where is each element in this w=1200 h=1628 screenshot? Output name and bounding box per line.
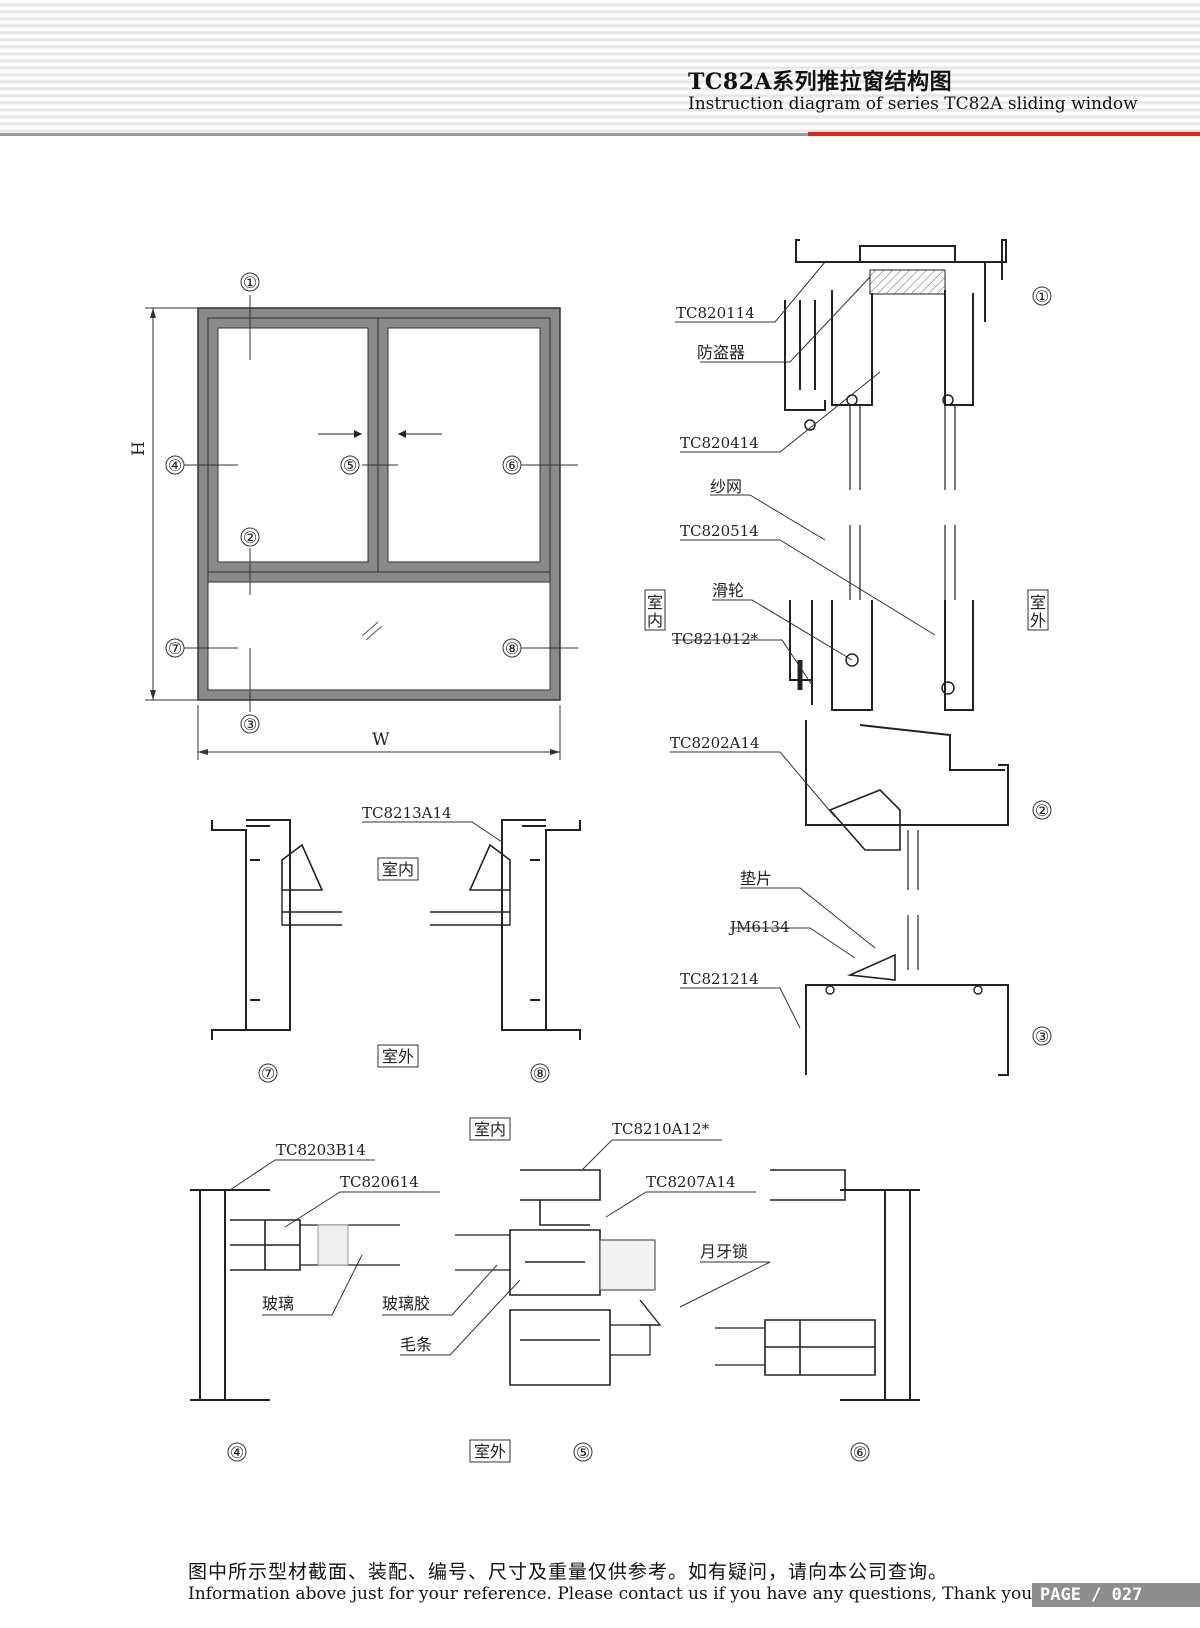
- label-tc8207a14: TC8207A14: [646, 1173, 736, 1191]
- label-screen: 纱网: [710, 477, 742, 496]
- marker-1-text: ①: [243, 273, 257, 292]
- label-tc820114: TC820114: [676, 304, 755, 322]
- section-marker-7: ⑦: [261, 1064, 275, 1083]
- outdoor-box-78: [377, 1044, 419, 1068]
- label-tc820414: TC820414: [680, 434, 759, 452]
- marker-1: [240, 272, 260, 292]
- label-anti-theft: 防盗器: [697, 343, 745, 362]
- outdoor-box-456: [469, 1439, 511, 1463]
- outdoor-v-2: 外: [1030, 611, 1046, 630]
- outdoor-v-1: 室: [1030, 593, 1046, 612]
- footer-note-cn: 图中所示型材截面、装配、编号、尺寸及重量仅供参考。如有疑问，请向本公司查询。: [188, 1561, 949, 1583]
- marker-7: [165, 638, 185, 658]
- section-marker-6: ⑥: [853, 1443, 867, 1462]
- section-marker-2: ②: [1035, 801, 1049, 820]
- label-tc821214: TC821214: [680, 970, 759, 988]
- marker-8-text: ⑧: [505, 639, 519, 658]
- indoor-v-2: 内: [647, 611, 663, 630]
- label-tc820514: TC820514: [680, 522, 759, 540]
- outdoor-456: 室外: [474, 1442, 506, 1461]
- label-tc820614: TC820614: [340, 1173, 419, 1191]
- vertical-section: [784, 239, 1009, 1076]
- header-rule: [0, 133, 810, 136]
- marker-5: [340, 455, 360, 475]
- label-tc8213a14: TC8213A14: [362, 804, 452, 822]
- header-accent-rule: [808, 132, 1200, 136]
- indoor-v-1: 室: [647, 593, 663, 612]
- page-number: PAGE / 027: [1032, 1583, 1200, 1607]
- marker-2: [240, 527, 260, 547]
- marker-2-text: ②: [243, 528, 257, 547]
- label-jm6134: JM6134: [728, 918, 790, 936]
- section-marker-8: ⑧: [533, 1064, 547, 1083]
- label-gasket: 垫片: [740, 869, 772, 888]
- section-marker-1: ①: [1035, 287, 1049, 306]
- section-marker-5: ⑤: [576, 1443, 590, 1462]
- label-tc821012: TC821012*: [672, 630, 759, 648]
- width-label: W: [372, 730, 390, 750]
- marker-6-text: ⑥: [505, 456, 519, 475]
- marker-5-text: ⑤: [343, 456, 357, 475]
- page-subtitle: Instruction diagram of series TC82A slid…: [688, 94, 1138, 114]
- label-crescent-lock: 月牙锁: [700, 1242, 748, 1261]
- label-weather-strip: 毛条: [400, 1335, 432, 1354]
- label-tc8210a12: TC8210A12*: [612, 1120, 710, 1138]
- window-elevation: [145, 295, 578, 760]
- indoor-456: 室内: [474, 1120, 506, 1139]
- indoor-box-vertical: [644, 589, 666, 631]
- marker-4: [165, 455, 185, 475]
- section-marker-3: ③: [1035, 1027, 1049, 1046]
- section-marker-4: ④: [230, 1443, 244, 1462]
- indoor-78: 室内: [382, 860, 414, 879]
- label-glass-sealant: 玻璃胶: [382, 1294, 430, 1313]
- marker-6: [502, 455, 522, 475]
- marker-8: [502, 638, 522, 658]
- indoor-box-78: [377, 857, 419, 881]
- outdoor-78: 室外: [382, 1047, 414, 1066]
- label-roller: 滑轮: [712, 581, 744, 600]
- section-4-5-6: [190, 1169, 920, 1401]
- transom: [207, 571, 551, 583]
- footer-note-en: Information above just for your referenc…: [188, 1584, 1039, 1604]
- label-glass: 玻璃: [262, 1294, 294, 1313]
- outdoor-box-vertical: [1027, 589, 1049, 631]
- indoor-box-456: [469, 1117, 511, 1141]
- marker-7-text: ⑦: [168, 639, 182, 658]
- header-band: [0, 0, 1200, 136]
- label-tc8203b14: TC8203B14: [276, 1141, 366, 1159]
- marker-4-text: ④: [168, 456, 182, 475]
- marker-3: [240, 714, 260, 734]
- page-title: TC82A系列推拉窗结构图: [688, 69, 953, 95]
- label-tc8202a14: TC8202A14: [670, 734, 760, 752]
- section-7-8: [211, 819, 581, 1040]
- marker-3-text: ③: [243, 715, 257, 734]
- height-label: H: [129, 441, 149, 456]
